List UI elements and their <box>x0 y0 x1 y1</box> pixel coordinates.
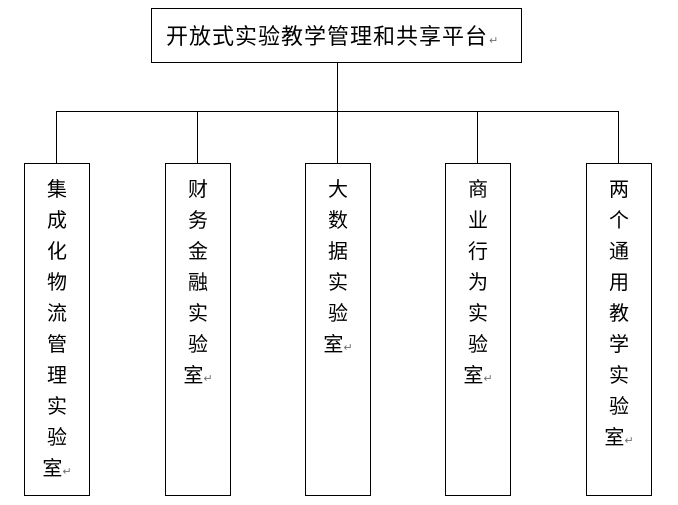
platform-title-text: 开放式实验教学管理和共享平台 <box>166 25 489 50</box>
paragraph-mark-icon: ↵ <box>203 372 213 385</box>
branch-line-2 <box>197 111 198 163</box>
lab-char: 化 <box>47 239 67 263</box>
lab-char: 验 <box>47 425 67 449</box>
lab-char: 商 <box>468 177 488 201</box>
lab-char: 验 <box>328 301 348 325</box>
lab-char: 为 <box>468 270 488 294</box>
branch-line-5 <box>618 111 619 163</box>
lab-char: 实 <box>609 363 629 387</box>
lab-char: 据 <box>328 239 348 263</box>
lab-label-big-data: 大数据实验室↵ <box>306 174 370 363</box>
lab-char: 室↵ <box>183 363 213 387</box>
lab-char: 验 <box>188 332 208 356</box>
lab-char: 业 <box>468 208 488 232</box>
branch-line-1 <box>56 111 57 163</box>
lab-char: 室↵ <box>463 363 493 387</box>
lab-label-business-behavior: 商业行为实验室↵ <box>446 174 510 394</box>
lab-char: 融 <box>188 270 208 294</box>
lab-char: 两 <box>609 177 629 201</box>
lab-char: 室↵ <box>42 456 72 480</box>
platform-root-box: 开放式实验教学管理和共享平台↵ <box>151 8 522 63</box>
paragraph-mark-icon: ↵ <box>489 34 500 47</box>
lab-char: 实 <box>328 270 348 294</box>
lab-char: 通 <box>609 239 629 263</box>
lab-box-logistics: 集成化物流管理实验室↵ <box>24 163 90 496</box>
lab-char: 用 <box>609 270 629 294</box>
lab-char: 务 <box>188 208 208 232</box>
lab-char: 管 <box>47 332 67 356</box>
lab-char: 大 <box>328 177 348 201</box>
lab-char: 实 <box>468 301 488 325</box>
lab-char: 物 <box>47 270 67 294</box>
lab-char: 验 <box>609 394 629 418</box>
lab-box-business-behavior: 商业行为实验室↵ <box>445 163 511 496</box>
lab-char: 个 <box>609 208 629 232</box>
lab-label-finance: 财务金融实验室↵ <box>166 174 230 394</box>
lab-char: 室↵ <box>323 332 353 356</box>
lab-box-finance: 财务金融实验室↵ <box>165 163 231 496</box>
platform-title: 开放式实验教学管理和共享平台↵ <box>166 19 499 51</box>
lab-char: 实 <box>47 394 67 418</box>
lab-char: 流 <box>47 301 67 325</box>
paragraph-mark-icon: ↵ <box>62 465 72 478</box>
lab-char: 理 <box>47 363 67 387</box>
lab-box-big-data: 大数据实验室↵ <box>305 163 371 496</box>
root-connector-line <box>337 63 338 111</box>
lab-char: 教 <box>609 301 629 325</box>
lab-char: 数 <box>328 208 348 232</box>
lab-char: 集 <box>47 177 67 201</box>
lab-label-general-teaching: 两个通用教学实验室↵ <box>587 174 651 456</box>
lab-char: 财 <box>188 177 208 201</box>
paragraph-mark-icon: ↵ <box>483 372 493 385</box>
lab-box-general-teaching: 两个通用教学实验室↵ <box>586 163 652 496</box>
lab-char: 行 <box>468 239 488 263</box>
paragraph-mark-icon: ↵ <box>343 341 353 354</box>
lab-char: 学 <box>609 332 629 356</box>
lab-char: 成 <box>47 208 67 232</box>
branch-line-3 <box>337 111 338 163</box>
lab-char: 实 <box>188 301 208 325</box>
lab-char: 验 <box>468 332 488 356</box>
lab-label-logistics: 集成化物流管理实验室↵ <box>25 174 89 487</box>
lab-char: 室↵ <box>604 425 634 449</box>
paragraph-mark-icon: ↵ <box>624 434 634 447</box>
lab-char: 金 <box>188 239 208 263</box>
branch-line-4 <box>477 111 478 163</box>
